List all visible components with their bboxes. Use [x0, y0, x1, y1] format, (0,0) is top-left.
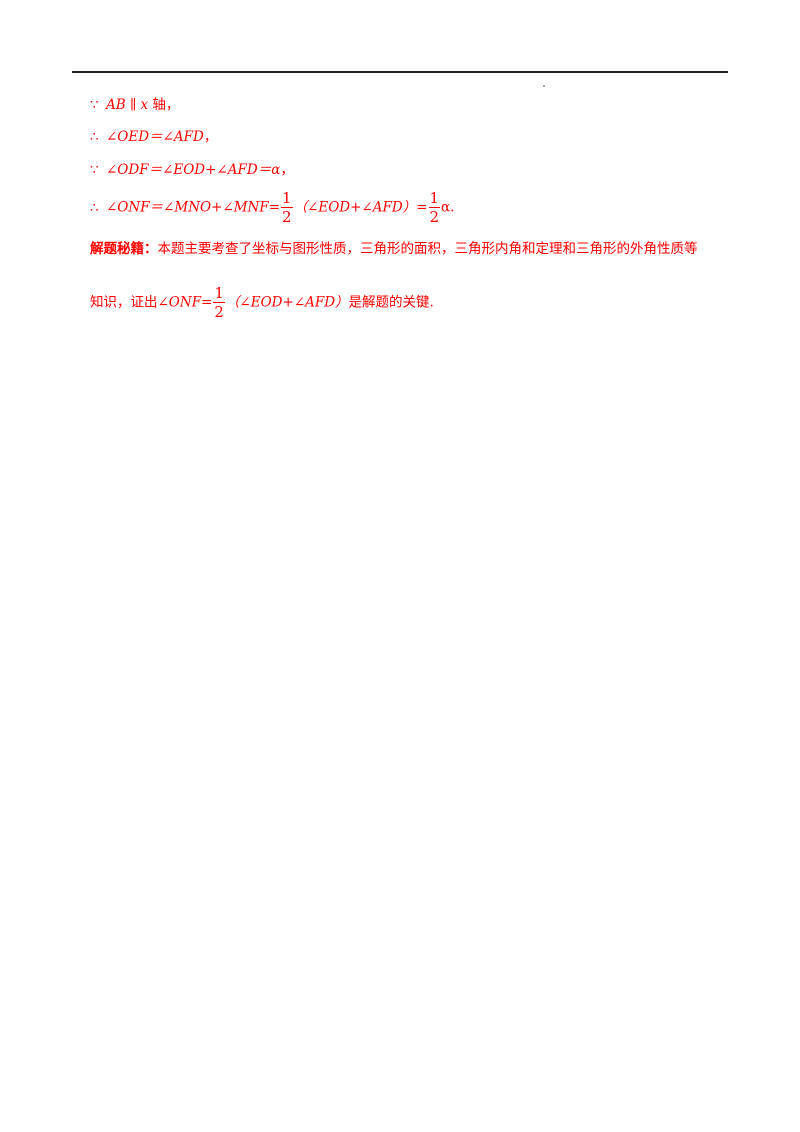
note-expr: ∠ONF=: [157, 294, 213, 311]
line-1: ∵ AB ∥ x 轴，: [90, 97, 180, 113]
header-rule: [72, 71, 728, 73]
note-text-2-post: 是解题的关键.: [348, 294, 434, 311]
line-1-text: 轴，: [148, 97, 180, 113]
therefore-symbol: ∴: [90, 129, 99, 145]
line-3-tail: ，: [280, 162, 294, 178]
parallel-symbol: ∥: [129, 97, 137, 113]
x-variable: x: [140, 97, 149, 113]
fraction-denominator: 2: [214, 303, 224, 321]
fraction-numerator: 1: [281, 189, 293, 208]
because-symbol: ∵: [90, 162, 99, 178]
note-text-1: 本题主要考查了坐标与图形性质，三角形的面积，三角形内角和定理和三角形的外角性质等: [157, 241, 698, 257]
fraction-numerator: 1: [428, 189, 441, 208]
line-4-expr: ∠ONF＝∠MNO+∠MNF=: [106, 199, 281, 216]
header-dot: [543, 85, 545, 87]
line-3-expr: ∠ODF＝∠EOD+∠AFD＝α: [106, 162, 281, 178]
fraction-denominator: 2: [429, 208, 440, 226]
therefore-symbol: ∴: [90, 199, 99, 216]
line-3: ∵ ∠ODF＝∠EOD+∠AFD＝α，: [90, 162, 294, 178]
line-2-expr: ∠OED＝∠AFD: [106, 129, 204, 145]
line-4-tail: α.: [441, 199, 455, 216]
fraction-numerator: 1: [213, 284, 225, 303]
line-2: ∴ ∠OED＝∠AFD，: [90, 129, 218, 145]
because-symbol: ∵: [90, 97, 99, 113]
note-text-2-pre: 知识，证出: [90, 294, 158, 311]
note-line-1: 解题秘籍：本题主要考查了坐标与图形性质，三角形的面积，三角形内角和定理和三角形的…: [90, 241, 698, 257]
segment-ab: AB: [106, 97, 126, 113]
line-4-eq: =: [416, 199, 428, 216]
fraction-denominator: 2: [282, 208, 292, 226]
line-4-paren: （∠EOD+∠AFD）: [293, 199, 417, 216]
note-label: 解题秘籍：: [90, 241, 158, 257]
note-paren: （∠EOD+∠AFD）: [225, 294, 349, 311]
line-2-tail: ，: [203, 129, 218, 145]
